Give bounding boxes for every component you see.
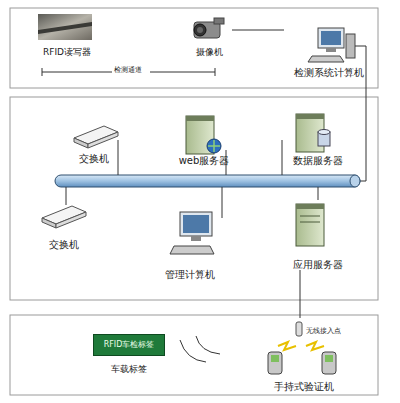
switch-node: 交换机 — [38, 200, 90, 250]
node-label: 数据服务器 — [293, 155, 343, 166]
reader-node: RFID读写器 — [36, 12, 98, 58]
server-node: 应用服务器 — [286, 198, 350, 270]
switch-icon — [74, 126, 118, 148]
server-node: 数据服务器 — [286, 110, 350, 166]
band — [10, 8, 378, 88]
node-label: 应用服务器 — [293, 259, 343, 270]
wireless-signal — [180, 336, 220, 362]
handheld-node: 无线接入点手持式验证机 — [256, 318, 352, 392]
switch-icon — [42, 206, 86, 228]
node-label: 检测系统计算机 — [294, 67, 364, 78]
network-bus — [55, 175, 360, 187]
channel-label: 检测通道 — [114, 67, 142, 75]
node-label: 手持式验证机 — [274, 381, 334, 392]
node-label: RFID读写器 — [43, 48, 91, 58]
node-label: 管理计算机 — [165, 269, 215, 280]
node-label: 交换机 — [79, 153, 109, 164]
node-label: 无线接入点 — [306, 328, 341, 336]
tag-box: RFID车检标签车载标签 — [93, 334, 165, 356]
node-label: 摄像机 — [196, 48, 223, 58]
camera-node: 摄像机 — [186, 14, 232, 58]
rfid-reader-photo — [38, 14, 92, 40]
computer-node: 检测系统计算机 — [284, 24, 374, 78]
channel-bracket — [42, 68, 215, 76]
connector-line — [300, 270, 301, 318]
camera-icon — [194, 18, 224, 38]
server-icon — [296, 114, 330, 152]
band — [10, 315, 378, 395]
node-label: 车载标签 — [111, 365, 147, 375]
switch-node: 交换机 — [68, 120, 120, 164]
band — [10, 97, 378, 300]
server-icon — [186, 116, 221, 154]
node-label: web服务器 — [179, 155, 230, 166]
server-icon — [296, 204, 324, 246]
node-label: RFID车检标签 — [104, 341, 155, 350]
computer-node: 管理计算机 — [158, 208, 222, 280]
connector-line — [232, 30, 284, 31]
network-wire — [355, 46, 366, 181]
computer-icon — [170, 212, 214, 254]
node-label: 交换机 — [49, 239, 79, 250]
computer-icon — [308, 28, 355, 62]
server-node: web服务器 — [176, 112, 232, 166]
